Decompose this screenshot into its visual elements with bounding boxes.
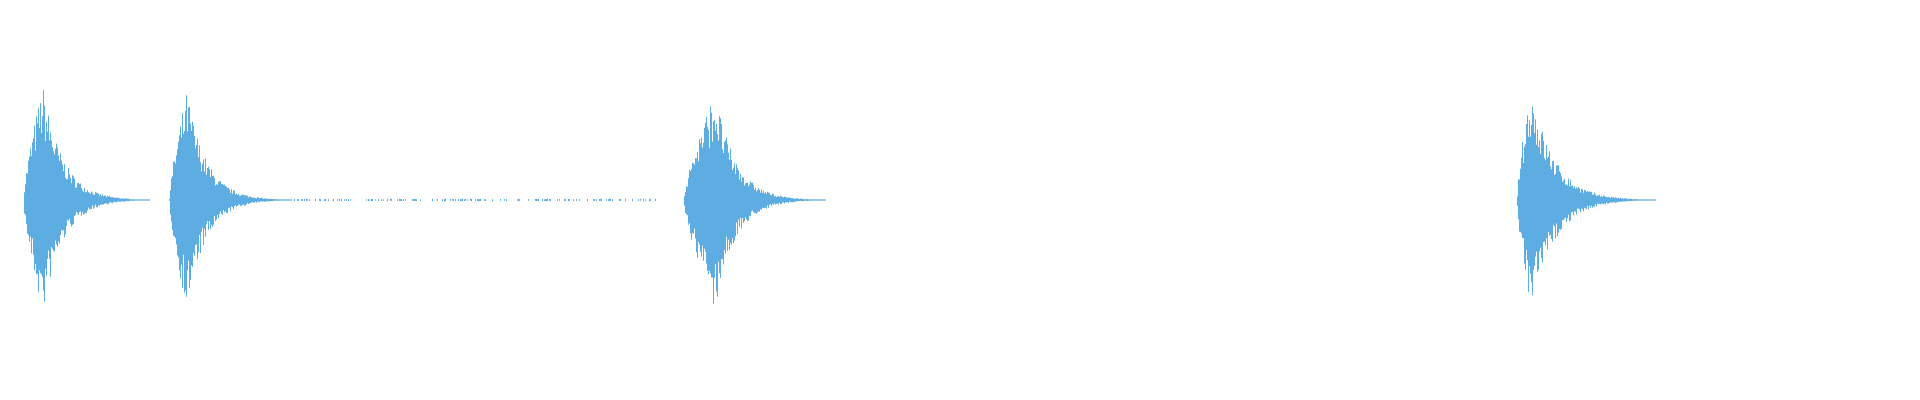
waveform-bars [24, 90, 1656, 304]
